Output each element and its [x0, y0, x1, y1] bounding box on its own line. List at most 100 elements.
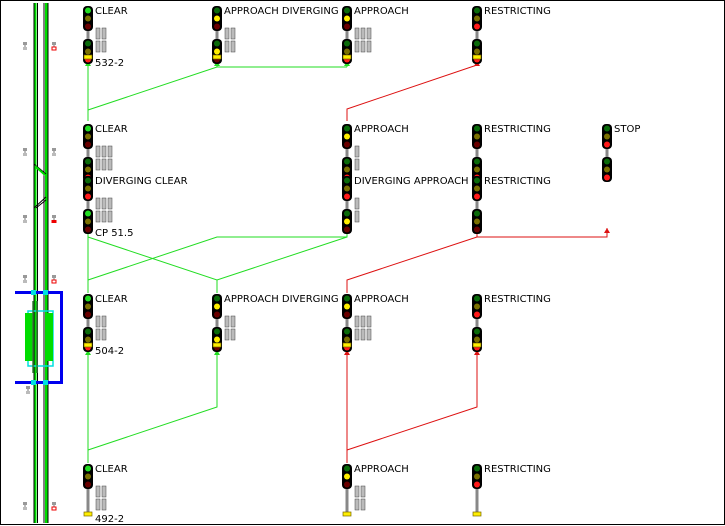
lamp-icon	[214, 7, 220, 14]
lamp-lit-icon	[85, 193, 91, 200]
dwarf-signal-icon	[51, 215, 57, 223]
lamp-icon	[214, 23, 220, 30]
aspect-label: APPROACH	[354, 6, 409, 17]
aspect-label: CLEAR	[95, 294, 128, 305]
signal-mast	[86, 31, 90, 41]
blue-block-indicator	[15, 290, 63, 385]
signal-base-icon	[472, 54, 482, 60]
dwarf-signal-icon	[51, 275, 57, 284]
indicator-panel-icon	[95, 27, 101, 40]
indicator-panel-icon	[354, 315, 360, 328]
dwarf-signal-icon	[51, 42, 57, 51]
signal-mast	[345, 31, 349, 41]
lamp-icon	[474, 295, 480, 302]
indicator-panel-icon	[95, 40, 101, 53]
indicator-panel-icon	[101, 498, 107, 511]
lamp-lit-icon	[214, 15, 220, 22]
signal-r2c3b: DIVERGING APPROACH	[342, 176, 469, 234]
lamp-icon	[344, 158, 350, 165]
lamp-icon	[344, 226, 350, 233]
lamp-lit-icon	[214, 303, 220, 310]
signal-mast	[215, 319, 219, 329]
indicator-panel-icon	[224, 27, 230, 40]
lamp-lit-icon	[604, 141, 610, 148]
aspect-label: APPROACH	[354, 124, 409, 135]
signal-mast	[475, 319, 479, 329]
aspect-label: RESTRICTING	[484, 294, 551, 305]
lamp-icon	[474, 166, 480, 173]
route-line	[346, 61, 478, 121]
aspect-label: RESTRICTING	[484, 176, 551, 187]
lamp-lit-icon	[474, 481, 480, 488]
signal-r1c3: APPROACH	[342, 6, 409, 64]
indicator-panel-icon	[95, 315, 101, 328]
lamp-icon	[344, 48, 350, 55]
aspect-label: APPROACH	[354, 294, 409, 305]
lamp-icon	[474, 40, 480, 47]
route-line	[87, 236, 348, 281]
signal-base-icon	[212, 54, 222, 60]
signal-base-icon	[83, 54, 93, 60]
signal-mast	[86, 319, 90, 329]
indicator-panel-icon	[354, 40, 360, 53]
signal-mast	[605, 149, 609, 159]
signal-r2c1: CLEAR	[83, 124, 128, 182]
lamp-icon	[474, 177, 480, 184]
indicator-panel-icon	[101, 145, 107, 158]
indicator-panel-icon	[101, 210, 107, 223]
crossover-lower	[33, 196, 47, 209]
aspect-label: RESTRICTING	[484, 6, 551, 17]
signal-r1c2: APPROACH DIVERGING	[212, 6, 339, 64]
indicator-panel-icon	[354, 328, 360, 341]
signal-mast	[345, 149, 349, 159]
lamp-lit-icon	[85, 125, 91, 132]
aspect-label: CLEAR	[95, 6, 128, 17]
indicator-panel-icon	[224, 40, 230, 53]
lamp-icon	[604, 158, 610, 165]
aspect-label: APPROACH	[354, 464, 409, 475]
signal-base-icon	[212, 342, 222, 348]
indicator-panel-icon	[101, 158, 107, 171]
lamp-icon	[474, 133, 480, 140]
indicator-panel-icon	[95, 145, 101, 158]
signal-mast	[345, 489, 349, 513]
signal-base-icon	[342, 342, 352, 348]
indicator-panel-icon	[107, 210, 113, 223]
indicator-panel-icon	[354, 197, 360, 210]
indicator-panel-icon	[95, 485, 101, 498]
route-arrow-icon	[85, 350, 91, 355]
lamp-icon	[344, 7, 350, 14]
lamp-icon	[85, 303, 91, 310]
lamp-lit-icon	[85, 7, 91, 14]
indicator-panel-icon	[95, 210, 101, 223]
lamp-icon	[344, 40, 350, 47]
lamp-icon	[474, 158, 480, 165]
lamp-icon	[344, 328, 350, 335]
lamp-icon	[474, 473, 480, 480]
signal-mast	[345, 319, 349, 329]
signal-mast	[475, 31, 479, 41]
lamp-icon	[344, 177, 350, 184]
lamp-icon	[85, 177, 91, 184]
indicator-panel-icon	[101, 328, 107, 341]
lamp-icon	[604, 166, 610, 173]
lamp-icon	[474, 336, 480, 343]
lamp-icon	[85, 40, 91, 47]
lamp-icon	[344, 141, 350, 148]
signal-base-icon	[472, 511, 482, 517]
lamp-icon	[344, 311, 350, 318]
lamp-icon	[474, 210, 480, 217]
route-line	[87, 350, 218, 451]
route-line	[477, 228, 608, 238]
route-line	[87, 66, 347, 111]
indicator-panel-icon	[95, 498, 101, 511]
lamp-icon	[214, 295, 220, 302]
signal-mast	[345, 201, 349, 211]
lamp-icon	[474, 328, 480, 335]
route-line	[346, 350, 478, 451]
lamp-icon	[85, 158, 91, 165]
lamp-icon	[85, 481, 91, 488]
lamp-lit-icon	[344, 473, 350, 480]
